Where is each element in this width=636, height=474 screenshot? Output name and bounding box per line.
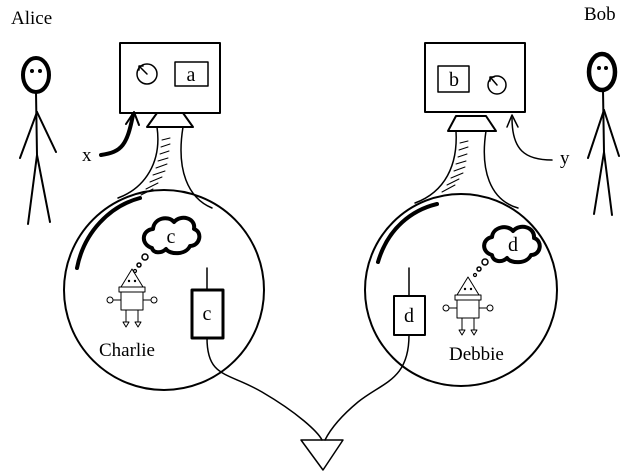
debbie-output-box bbox=[393, 295, 426, 336]
left-dial-icon bbox=[136, 63, 158, 85]
right-device bbox=[424, 42, 526, 132]
right-thought-cloud bbox=[472, 224, 542, 278]
debbie-thought-text: d bbox=[508, 234, 518, 256]
bob-stick-figure bbox=[586, 51, 620, 216]
left-display-value: a bbox=[187, 64, 196, 86]
output-triangle bbox=[300, 439, 344, 471]
debbie-label: Debbie bbox=[449, 344, 504, 365]
left-thought-cloud bbox=[132, 215, 202, 274]
right-display-value: b bbox=[449, 69, 459, 91]
right-input-arrow bbox=[506, 114, 553, 161]
left-cone bbox=[117, 126, 213, 209]
left-device bbox=[119, 42, 221, 128]
right-cone bbox=[414, 130, 519, 209]
left-bubble bbox=[63, 189, 265, 391]
charlie-output-wire bbox=[206, 267, 323, 441]
right-device-port bbox=[447, 115, 497, 132]
charlie-thought-text: c bbox=[167, 226, 176, 248]
charlie-label: Charlie bbox=[99, 340, 155, 361]
alice-label: Alice bbox=[11, 8, 52, 29]
charlie-robot-icon bbox=[106, 268, 158, 328]
right-display-box bbox=[437, 65, 470, 93]
left-device-port bbox=[146, 112, 194, 128]
debbie-robot-icon bbox=[442, 276, 494, 336]
left-input-arrow bbox=[99, 111, 140, 157]
right-bubble bbox=[364, 193, 558, 387]
x-input-label: x bbox=[82, 145, 92, 166]
debbie-output-wire bbox=[324, 267, 410, 441]
charlie-box-text: c bbox=[203, 303, 212, 325]
y-input-label: y bbox=[560, 148, 570, 169]
debbie-box-text: d bbox=[404, 305, 414, 327]
alice-stick-figure bbox=[19, 56, 57, 225]
bob-label: Bob bbox=[584, 4, 616, 25]
right-dial-icon bbox=[487, 75, 507, 95]
left-display-box bbox=[174, 61, 209, 87]
charlie-output-box bbox=[190, 288, 225, 340]
